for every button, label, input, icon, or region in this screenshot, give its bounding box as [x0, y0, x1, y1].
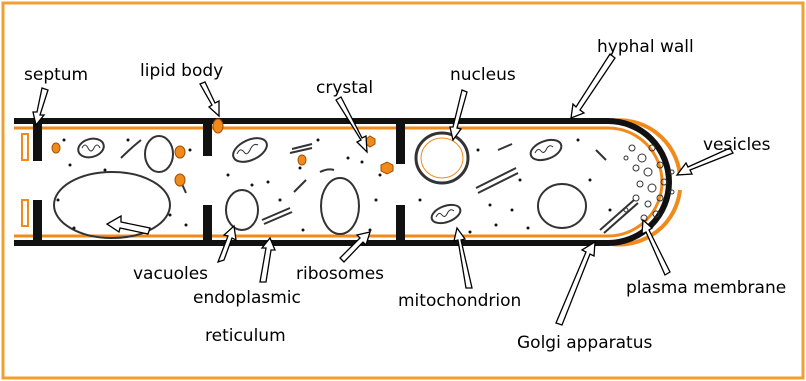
septum-1-bottom: [33, 200, 42, 243]
outer-frame: [3, 3, 803, 378]
membranes: [121, 140, 638, 233]
plasma-membrane-outline: [14, 128, 662, 236]
ribosomes-dots: [57, 139, 612, 234]
label-hyphal-wall: hyphal wall: [597, 37, 694, 57]
label-vacuoles: vacuoles: [133, 264, 208, 284]
septum-3-bottom: [396, 205, 405, 243]
vacuoles: [54, 136, 586, 238]
septa: [22, 121, 405, 243]
label-nucleus: nucleus: [450, 65, 516, 85]
label-mitochondrion: mitochondrion: [398, 291, 521, 311]
arrow-crystal: [336, 97, 367, 152]
septum-2-top: [203, 121, 212, 156]
label-septum: septum: [24, 65, 88, 85]
label-golgi: Golgi apparatus: [517, 333, 652, 353]
crystals: [366, 136, 393, 174]
vacuole-right: [538, 184, 586, 228]
septum-3-top: [396, 121, 405, 164]
septum-2-bottom: [203, 205, 212, 243]
label-vesicles: vesicles: [703, 135, 771, 155]
arrow-vacuoles-a: [107, 216, 150, 234]
arrow-lipid: [200, 82, 219, 116]
arrow-plasma-membrane: [642, 220, 670, 275]
vacuole-small: [145, 136, 173, 172]
septum-1-top: [33, 121, 42, 161]
label-plasma-membrane: plasma membrane: [626, 278, 786, 298]
label-endoplasmic: endoplasmic: [193, 288, 301, 308]
arrow-golgi: [556, 242, 595, 325]
arrow-nucleus: [450, 90, 467, 140]
label-lipid-body: lipid body: [140, 61, 223, 81]
arrow-hyphal-wall: [571, 54, 615, 118]
label-reticulum: reticulum: [205, 326, 286, 346]
nucleus-shape: [416, 133, 468, 183]
label-ribosomes: ribosomes: [296, 264, 384, 284]
label-crystal: crystal: [316, 78, 373, 98]
vacuole-mid: [321, 178, 359, 234]
vacuole-er: [226, 190, 258, 230]
